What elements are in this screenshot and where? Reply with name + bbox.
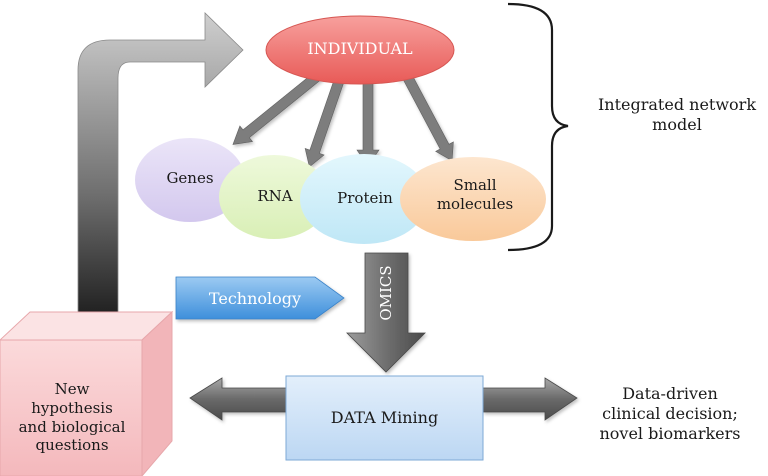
data-mining-box <box>285 375 484 461</box>
outcome-label: Data-driven clinical decision; novel bio… <box>590 384 750 444</box>
small-molecules-label: Small molecules <box>420 176 530 214</box>
small-molecules-line-1: Small <box>453 176 497 194</box>
protein-label: Protein <box>337 189 393 207</box>
genes-node <box>135 138 245 222</box>
hypothesis-line-4: questions <box>35 436 109 455</box>
outcome-line-2: clinical decision; <box>602 404 738 423</box>
protein-node <box>300 154 428 244</box>
integrated-bracket <box>507 2 569 252</box>
individual-node <box>265 15 455 85</box>
hypothesis-cube <box>0 310 174 476</box>
small-molecules-node <box>400 157 546 241</box>
hypothesis-line-2: hypothesis <box>31 398 113 417</box>
layer-arrows <box>232 64 454 168</box>
integrated-model-line-1: Integrated network <box>597 95 757 114</box>
hypothesis-line-1: New <box>54 380 90 398</box>
outcome-line-3: novel biomarkers <box>599 424 741 443</box>
rna-label: RNA <box>257 187 293 205</box>
integrated-model-line-2: model <box>652 115 702 134</box>
omics-label: OMICS <box>377 265 395 320</box>
integrated-model-label: Integrated network model <box>586 95 768 135</box>
rna-node <box>219 155 329 239</box>
genes-label: Genes <box>166 169 214 187</box>
horizontal-arrows <box>189 377 578 421</box>
technology-arrow <box>175 276 345 320</box>
small-molecules-line-2: molecules <box>436 194 514 213</box>
outcome-line-1: Data-driven <box>622 384 718 403</box>
technology-label: Technology <box>208 289 302 308</box>
data-mining-label: DATA Mining <box>330 408 439 427</box>
hypothesis-line-3: and biological <box>18 417 126 436</box>
omics-arrow <box>346 252 426 373</box>
individual-label: INDIVIDUAL <box>307 39 413 58</box>
hypothesis-label: New hypothesis and biological questions <box>2 380 142 455</box>
